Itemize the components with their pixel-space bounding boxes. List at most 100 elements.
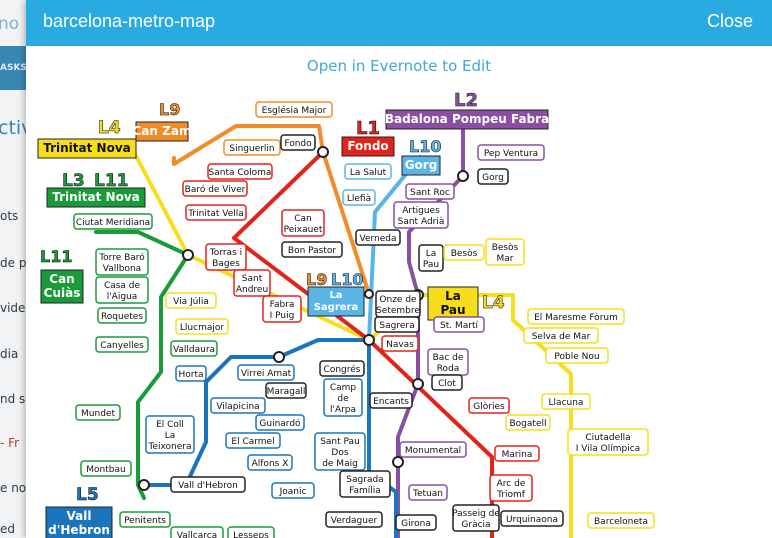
station-label[interactable]: Glòries: [468, 397, 510, 414]
station-label[interactable]: Besòs: [443, 244, 485, 261]
station-label[interactable]: Urquinaona: [500, 510, 564, 527]
terminal-label[interactable]: Badalona Pompeu Fabra: [385, 109, 549, 130]
station-label[interactable]: Montbau: [80, 460, 132, 477]
terminal-label[interactable]: Gorg: [401, 155, 441, 176]
terminal-label[interactable]: Can Zam: [133, 121, 192, 142]
station-label[interactable]: Singuerlin: [223, 139, 281, 156]
terminal-label[interactable]: Valld'Hebron: [45, 506, 113, 538]
station-label[interactable]: Mundet: [75, 404, 121, 421]
station-label-box: [527, 308, 625, 325]
station-label[interactable]: Maragall: [265, 382, 307, 399]
background-row[interactable]: vide: [0, 301, 26, 315]
station-label[interactable]: Joanic: [271, 482, 315, 499]
station-label[interactable]: Navas: [381, 335, 419, 352]
station-name: de: [337, 394, 349, 404]
open-in-evernote-link[interactable]: Open in Evernote to Edit: [306, 57, 492, 75]
station-label[interactable]: Tetuan: [408, 484, 448, 501]
station-label[interactable]: Congrés: [319, 360, 365, 377]
station-label[interactable]: La Salut: [344, 163, 392, 180]
background-row[interactable]: e no: [0, 481, 26, 495]
station-label[interactable]: Poble Nou: [545, 347, 609, 364]
station-label-box: [165, 292, 217, 309]
station-label[interactable]: Casa del'Aigua: [95, 276, 149, 304]
station-label[interactable]: Ciutat Meridiana: [73, 213, 153, 230]
background-row[interactable]: ed: [0, 522, 15, 536]
station-label[interactable]: Vallcarca: [170, 526, 224, 538]
terminal-label[interactable]: Trinitat Nova: [46, 187, 146, 208]
terminal-label[interactable]: Fondo: [341, 136, 395, 157]
station-name: Torras i: [209, 248, 242, 258]
station-label[interactable]: Lesseps: [227, 526, 275, 538]
station-label[interactable]: Verneda: [355, 229, 401, 246]
station-label[interactable]: Vilapicina: [210, 397, 266, 414]
background-row[interactable]: de p: [0, 256, 26, 270]
station-label[interactable]: Marina: [494, 445, 540, 462]
station-label[interactable]: Verdaguer: [325, 511, 383, 528]
station-label[interactable]: El Carmel: [225, 432, 281, 449]
station-label[interactable]: Encants: [369, 392, 413, 409]
close-button[interactable]: Close: [706, 11, 753, 31]
station-label[interactable]: Sant Roc: [405, 183, 455, 200]
station-label[interactable]: Baró de Viver: [182, 180, 248, 197]
station-label[interactable]: St. Martí: [433, 316, 485, 333]
station-label[interactable]: Valldaura: [170, 340, 218, 357]
station-label[interactable]: El Maresme Fòrum: [527, 308, 625, 325]
station-label[interactable]: Vall d'Hebron: [170, 476, 246, 493]
station-label[interactable]: Llefià: [342, 189, 376, 206]
station-label[interactable]: Gorg: [477, 168, 509, 185]
background-row[interactable]: ots: [0, 209, 19, 223]
background-row[interactable]: dia: [0, 347, 19, 361]
station-label[interactable]: Horta: [175, 365, 207, 382]
terminal-name: La: [445, 289, 461, 303]
station-label[interactable]: Penitents: [119, 511, 171, 528]
station-label[interactable]: Trinitat Vella: [185, 204, 247, 221]
station-label[interactable]: Barceloneta: [587, 512, 655, 529]
station-name: de Maig: [322, 459, 358, 469]
station-label[interactable]: Clot: [431, 374, 463, 391]
terminal-label[interactable]: Trinitat Nova: [37, 138, 137, 159]
station-label[interactable]: Virrei Amat: [237, 364, 295, 381]
background-tasks-tab[interactable]: ASKS: [0, 46, 26, 90]
station-label[interactable]: Girona: [395, 514, 437, 531]
station-label[interactable]: Roquetes: [97, 307, 147, 324]
station-label[interactable]: Pep Ventura: [477, 144, 545, 161]
station-label[interactable]: Santa Coloma: [207, 163, 273, 180]
station-label[interactable]: Guinardó: [255, 414, 305, 431]
station-label[interactable]: Monumental: [399, 441, 467, 458]
background-row[interactable]: - Fr: [0, 436, 20, 450]
station-label[interactable]: Llacuna: [541, 393, 591, 410]
station-label[interactable]: Bogatell: [505, 414, 551, 431]
station-label[interactable]: Llucmajor: [175, 318, 229, 335]
station-label[interactable]: Fondo: [280, 134, 316, 151]
station-label[interactable]: Alfons X: [247, 454, 293, 471]
station-label[interactable]: Canyelles: [95, 336, 149, 353]
station-label[interactable]: Bon Pastor: [281, 241, 343, 258]
station-label[interactable]: Sagrera: [374, 316, 420, 333]
station-label[interactable]: Selva de Mar: [523, 327, 599, 344]
station-label[interactable]: Església Major: [255, 101, 333, 118]
background-row[interactable]: nd s: [0, 392, 26, 406]
station-name: Virrei Amat: [241, 369, 292, 379]
station-label-box: [339, 470, 391, 498]
station-label[interactable]: Via Júlia: [165, 292, 217, 309]
